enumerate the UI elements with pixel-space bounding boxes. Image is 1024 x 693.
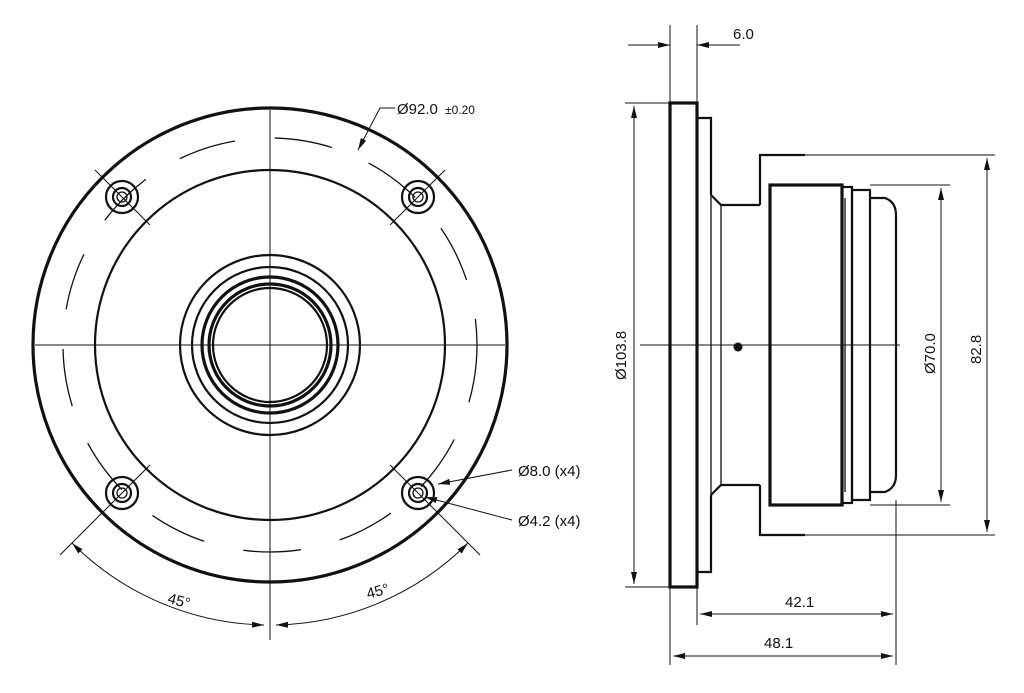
body-diameter-label: Ø70.0 — [922, 333, 939, 374]
housing-outline-top — [758, 153, 805, 205]
diag-tr — [389, 169, 446, 226]
neck-top — [710, 194, 760, 207]
housing-outline-bottom — [758, 485, 805, 537]
depth-overall-label: 48.1 — [764, 635, 793, 652]
flange-step-bottom — [697, 495, 713, 574]
diag-tl — [94, 169, 151, 226]
angle-arc-left — [71, 542, 265, 628]
hole-outer-label: Ø8.0 (x4) — [518, 463, 581, 480]
angle-label-left: 45° — [166, 590, 192, 612]
flange-step-top — [697, 116, 713, 195]
hole-inner-label: Ø4.2 (x4) — [518, 513, 581, 530]
hole-outer-leader — [437, 469, 513, 485]
mounting-hole-br — [400, 475, 436, 511]
front-view: Ø92.0 ±0.20 Ø8.0 (x4) Ø4.2 (x4) 45° 45° — [31, 101, 581, 640]
flange-diameter-label: Ø103.8 — [613, 331, 630, 380]
diag-br — [389, 464, 481, 556]
angle-label-right: 45° — [365, 580, 391, 602]
vent-dot — [733, 342, 743, 352]
neck-bottom — [710, 483, 760, 496]
hole-inner-leader — [424, 496, 513, 521]
outer-diameter-tolerance: ±0.20 — [445, 103, 475, 117]
mounting-hole-tr — [400, 179, 436, 215]
mounting-hole-tl — [104, 179, 140, 215]
mounting-hole-bl — [104, 475, 140, 511]
angle-arc-right — [275, 542, 469, 628]
diag-bl — [59, 464, 151, 556]
depth-inner-label: 42.1 — [785, 594, 814, 611]
housing-height-label: 82.8 — [968, 335, 985, 364]
side-view: 6.0 Ø103.8 Ø70.0 82.8 42.1 48.1 — [613, 25, 995, 665]
flange-thickness-label: 6.0 — [733, 26, 754, 43]
outer-diameter-label: Ø92.0 — [397, 101, 438, 118]
